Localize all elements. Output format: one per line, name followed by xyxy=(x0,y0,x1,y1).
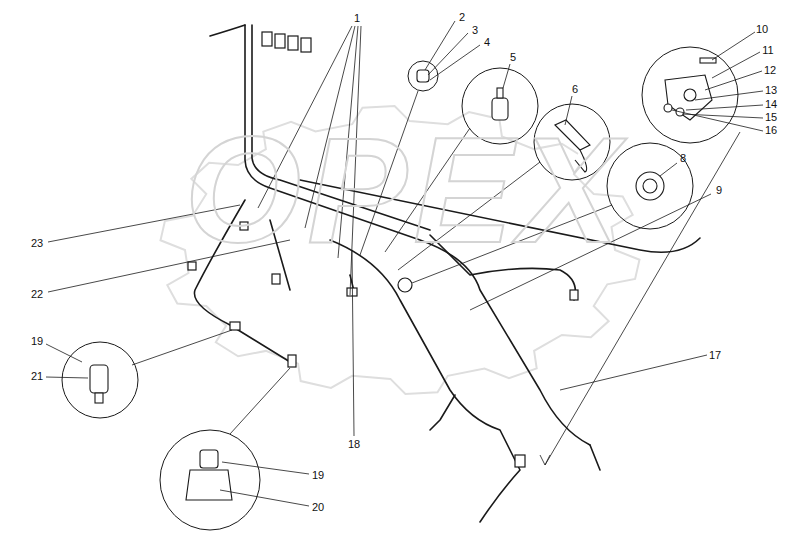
plug xyxy=(272,274,280,284)
sensor-base xyxy=(186,470,232,500)
plug xyxy=(301,38,311,52)
leader-line xyxy=(430,45,480,80)
wire-tap xyxy=(430,395,455,430)
detail-circle xyxy=(62,342,138,418)
watermark-gear xyxy=(161,106,640,394)
leader-line xyxy=(682,114,763,118)
callout-number: 13 xyxy=(764,84,778,97)
plug xyxy=(347,288,357,296)
wire-harness xyxy=(194,25,700,522)
leader-line xyxy=(695,91,763,100)
detail-circle xyxy=(160,430,260,530)
callout-number: 11 xyxy=(761,44,774,57)
sensor-head xyxy=(200,450,218,468)
callout-number: 9 xyxy=(715,184,723,197)
socket xyxy=(643,179,657,193)
callout-number: 23 xyxy=(30,237,44,250)
callout-number: 6 xyxy=(571,83,579,96)
callout-number: 18 xyxy=(347,438,361,451)
plug xyxy=(262,32,272,46)
callout-number: 16 xyxy=(764,124,778,137)
leader-line xyxy=(352,250,354,436)
leader-line xyxy=(686,105,763,110)
callout-number: 19 xyxy=(30,335,44,348)
leader-line xyxy=(220,490,309,506)
callout-number: 12 xyxy=(763,64,777,77)
detail-circles xyxy=(62,47,738,530)
leader-lines xyxy=(46,21,763,506)
callout-number: 2 xyxy=(458,11,466,24)
leader-line xyxy=(132,330,232,365)
leader-line xyxy=(428,33,468,75)
switch xyxy=(90,365,108,393)
arrow-head xyxy=(540,455,550,465)
leader-line xyxy=(46,377,88,378)
callout-number: 19 xyxy=(311,469,325,482)
washer xyxy=(664,104,672,112)
leader-line xyxy=(503,64,510,88)
leader-line xyxy=(222,462,309,474)
callout-number: 17 xyxy=(708,349,722,362)
socket xyxy=(636,172,664,200)
leader-line xyxy=(712,32,755,60)
leader-line xyxy=(705,71,762,90)
watermark-gear xyxy=(161,106,640,394)
callout-number: 14 xyxy=(764,98,778,111)
leader-line xyxy=(660,163,677,176)
detail-parts xyxy=(90,58,716,500)
plug xyxy=(570,290,578,300)
wire-tap xyxy=(590,445,600,470)
sensor xyxy=(398,278,412,292)
bracket xyxy=(665,75,712,120)
callout-number: 20 xyxy=(311,501,325,514)
plug xyxy=(288,355,296,367)
callout-number: 22 xyxy=(30,288,44,301)
leader-line xyxy=(672,110,763,131)
callout-number: 4 xyxy=(483,36,491,49)
leader-line xyxy=(230,368,290,434)
detail-circle xyxy=(642,47,738,143)
callout-number: 5 xyxy=(509,51,517,64)
plug xyxy=(230,322,240,330)
callout-number: 21 xyxy=(30,370,44,383)
switch-pin xyxy=(95,393,103,403)
leader-line xyxy=(560,355,707,390)
callout-number: 3 xyxy=(471,24,479,37)
plug xyxy=(288,36,298,50)
switch-pin xyxy=(497,88,503,98)
leader-line xyxy=(46,344,82,362)
callout-number: 15 xyxy=(764,111,778,124)
plug xyxy=(275,34,285,48)
grommet xyxy=(417,70,429,82)
lower-branch xyxy=(330,240,520,522)
watermark: OPEX xyxy=(185,115,626,265)
detail-circle xyxy=(408,61,438,91)
callout-number: 8 xyxy=(679,152,687,165)
wire-end xyxy=(210,25,245,36)
callout-number: 10 xyxy=(755,23,769,36)
callout-number: 1 xyxy=(353,12,361,25)
bracket-hole xyxy=(684,89,696,101)
plug xyxy=(515,455,525,467)
